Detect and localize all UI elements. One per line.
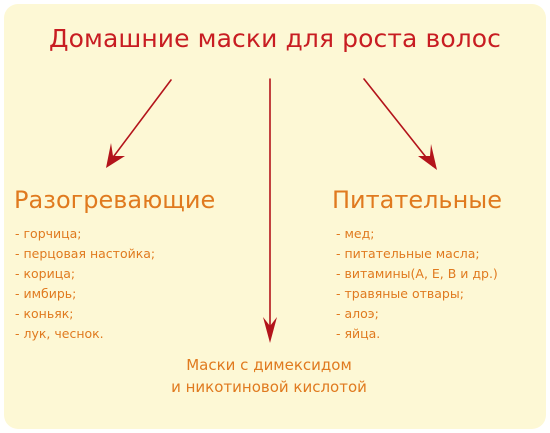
arrow-left-line	[107, 79, 172, 165]
list-item: - перцовая настойка;	[15, 246, 156, 261]
list-nourishing: - мед; - питательные масла; - витамины(А…	[336, 224, 498, 344]
diagram-title: Домашние маски для роста волос	[48, 24, 502, 53]
bottom-note-line2: и никотиновой кислотой	[171, 378, 367, 396]
list-item: - витамины(А, Е, В и др.)	[336, 266, 498, 281]
list-item: - мед;	[336, 226, 375, 241]
bottom-note-line1: Маски с димексидом	[186, 356, 352, 374]
arrow-center-head	[263, 317, 277, 343]
heading-warming: Разогревающие	[14, 186, 216, 214]
list-item: - корица;	[15, 266, 76, 281]
list-item: - лук, чеснок.	[15, 326, 104, 341]
list-item: - горчица;	[15, 226, 82, 241]
diagram-card	[4, 4, 546, 429]
arrow-left-head	[106, 143, 125, 168]
list-item: - питательные масла;	[336, 246, 480, 261]
arrow-right-line	[363, 78, 434, 167]
list-item: - травяные отвары;	[336, 286, 464, 301]
list-item: - алоэ;	[336, 306, 379, 321]
list-item: - яйца.	[336, 326, 381, 341]
list-item: - коньяк;	[15, 306, 74, 321]
list-warming: - горчица; - перцовая настойка; - корица…	[15, 224, 155, 344]
list-item: - имбирь;	[15, 286, 77, 301]
bottom-note: Маски с димексидом и никотиновой кислото…	[0, 354, 538, 398]
heading-nourishing: Питательные	[332, 186, 502, 214]
arrow-right-head	[418, 144, 437, 170]
